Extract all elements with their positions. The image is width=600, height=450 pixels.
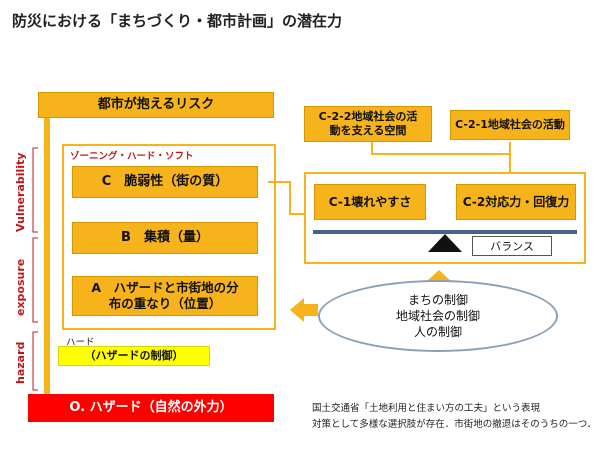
risk-box: 都市が抱えるリスク xyxy=(38,92,274,118)
zoning-group xyxy=(62,144,276,330)
balance-fulcrum xyxy=(428,234,462,252)
control-ellipse: まちの制御 地域社会の制御 人の制御 xyxy=(318,280,558,352)
c2-box: C-2対応力・回復力 xyxy=(456,184,576,220)
zoning-label: ゾーニング・ハード・ソフト xyxy=(70,151,194,162)
c22-line2: 動を支える空間 xyxy=(329,124,407,137)
side-label-exposure: exposure xyxy=(14,258,27,316)
balance-group xyxy=(304,172,586,264)
side-label-vulnerability: Vulnerability xyxy=(14,152,27,232)
left-arrow xyxy=(290,298,318,322)
c22-line1: C-2-2地域社会の活 xyxy=(318,109,418,123)
hazard-control-box: （ハザードの制御） xyxy=(58,346,210,366)
balance-beam xyxy=(313,230,577,234)
balance-label: バランス xyxy=(472,236,552,256)
ellipse-line2: 地域社会の制御 xyxy=(395,308,480,323)
bracket-hazard xyxy=(32,331,38,391)
a-overlap-box: A ハザードと市街地の分 布の重なり（位置） xyxy=(72,276,258,316)
bracket-exposure xyxy=(32,237,38,323)
side-label-hazard: hazard xyxy=(14,341,27,384)
hard-label: ハード xyxy=(66,337,95,348)
b-accumulation-box: B 集積（量） xyxy=(72,222,258,254)
natural-hazard-box: O. ハザード（自然の外力） xyxy=(28,394,274,422)
footer-line2: 対策として多様な選択肢が存在．市街地の撤退はそのうちの一つ． xyxy=(312,419,597,430)
page-title: 防災における「まちづくり・都市計画」の潜在力 xyxy=(12,12,343,30)
ellipse-line3: 人の制御 xyxy=(413,325,462,340)
footer-line1: 国土交通省「土地利用と住まい方の工夫」という表現 xyxy=(312,403,541,414)
connector-c-to-c1 xyxy=(268,181,306,215)
left-vertical-bar xyxy=(44,118,50,394)
bracket-vulnerability xyxy=(32,147,38,233)
a-box-line1: A ハザードと市街地の分 xyxy=(91,279,239,295)
a-box-line2: 布の重なり（位置） xyxy=(108,296,222,311)
c1-box: C-1壊れやすさ xyxy=(314,184,426,220)
bracket-c22-c21 xyxy=(371,142,511,155)
ellipse-line1: まちの制御 xyxy=(407,292,468,307)
c22-box: C-2-2地域社会の活 動を支える空間 xyxy=(304,106,432,142)
c21-box: C-2-1地域社会の活動 xyxy=(450,110,570,140)
c-vulnerability-box: C 脆弱性（街の質） xyxy=(72,166,258,198)
